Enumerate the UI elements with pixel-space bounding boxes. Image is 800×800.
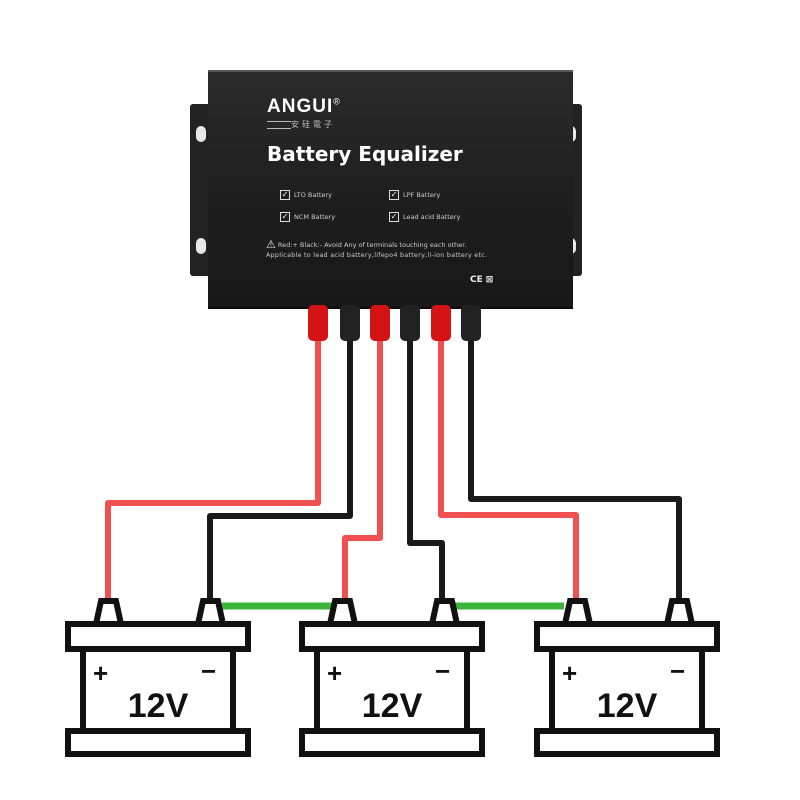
negative-wire: [207, 335, 353, 605]
battery-body: [80, 646, 236, 734]
checklist-label: LTO Battery: [294, 191, 332, 199]
checklist-item: ✓ Lead acid Battery: [389, 212, 460, 222]
warning-triangle-icon: ⚠: [266, 238, 276, 251]
checkbox-checked-icon: ✓: [280, 190, 290, 200]
applicability-text: Applicable to lead acid battery,lifepo4 …: [266, 252, 488, 259]
checklist-label: LPF Battery: [403, 191, 441, 199]
battery-voltage-label: 12V: [128, 687, 189, 725]
warning-text: Red:+ Black:- Avoid Any of terminals tou…: [277, 240, 467, 249]
battery-positive-post: [561, 598, 594, 627]
battery: + −12V: [534, 598, 720, 757]
weee-bin-icon: ⊠: [485, 275, 494, 285]
battery-plus-sign: +: [327, 658, 342, 688]
device-title: Battery Equalizer: [267, 142, 463, 166]
battery-lid: [534, 621, 720, 652]
checkbox-checked-icon: ✓: [389, 212, 399, 222]
brand-speed-lines: [267, 121, 291, 129]
battery: + −12V: [299, 598, 485, 757]
battery-negative-post: [663, 598, 696, 627]
mounting-hole: [196, 126, 206, 142]
warning-notice: ⚠Red:+ Black:- Avoid Any of terminals to…: [266, 238, 466, 251]
terminal-connector-red: [370, 305, 390, 341]
checkbox-checked-icon: ✓: [280, 212, 290, 222]
checklist-item: ✓ LTO Battery: [280, 190, 332, 200]
battery-base: [65, 728, 251, 757]
ce-mark-icon: CE: [470, 275, 483, 285]
terminal-connector-red: [431, 305, 451, 341]
mounting-hole: [196, 238, 206, 254]
negative-wire: [468, 335, 682, 605]
battery-lid: [299, 621, 485, 652]
checklist-label: Lead acid Battery: [403, 213, 461, 221]
battery: + −12V: [65, 598, 251, 757]
battery-voltage-label: 12V: [597, 687, 658, 725]
brand-name: ANGUI: [267, 96, 334, 117]
battery-minus-sign: −: [201, 656, 216, 686]
battery-voltage-label: 12V: [362, 687, 423, 725]
battery-base: [299, 728, 485, 757]
certification-marks: CE⊠: [470, 275, 493, 285]
battery-negative-post: [194, 598, 227, 627]
battery-base: [534, 728, 720, 757]
positive-wire: [438, 335, 579, 605]
battery-minus-sign: −: [435, 656, 450, 686]
positive-wire: [105, 335, 321, 605]
equalizer-device: ANGUI® 安硅電子 Battery Equalizer ✓ LTO Batte…: [208, 70, 573, 307]
battery-body: [549, 646, 705, 734]
brand-logo: ANGUI®: [267, 96, 341, 118]
battery-negative-post: [428, 598, 461, 627]
registered-mark: ®: [333, 96, 341, 107]
terminal-connector-black: [340, 305, 360, 341]
terminal-connector-black: [400, 305, 420, 341]
battery-positive-post: [92, 598, 125, 627]
terminal-connector-red: [308, 305, 328, 341]
checklist-label: NCM Battery: [294, 213, 336, 221]
positive-wire: [342, 335, 383, 605]
battery-lid: [65, 621, 251, 652]
negative-wire: [407, 335, 445, 605]
battery-positive-post: [326, 598, 359, 627]
brand-chinese-name: 安硅電子: [291, 120, 335, 129]
battery-plus-sign: +: [93, 658, 108, 688]
checklist-item: ✓ LPF Battery: [389, 190, 440, 200]
terminal-connector-black: [461, 305, 481, 341]
battery-minus-sign: −: [670, 656, 685, 686]
mounting-ear-left: [190, 104, 212, 276]
checklist-item: ✓ NCM Battery: [280, 212, 335, 222]
battery-plus-sign: +: [562, 658, 577, 688]
checkbox-checked-icon: ✓: [389, 190, 399, 200]
